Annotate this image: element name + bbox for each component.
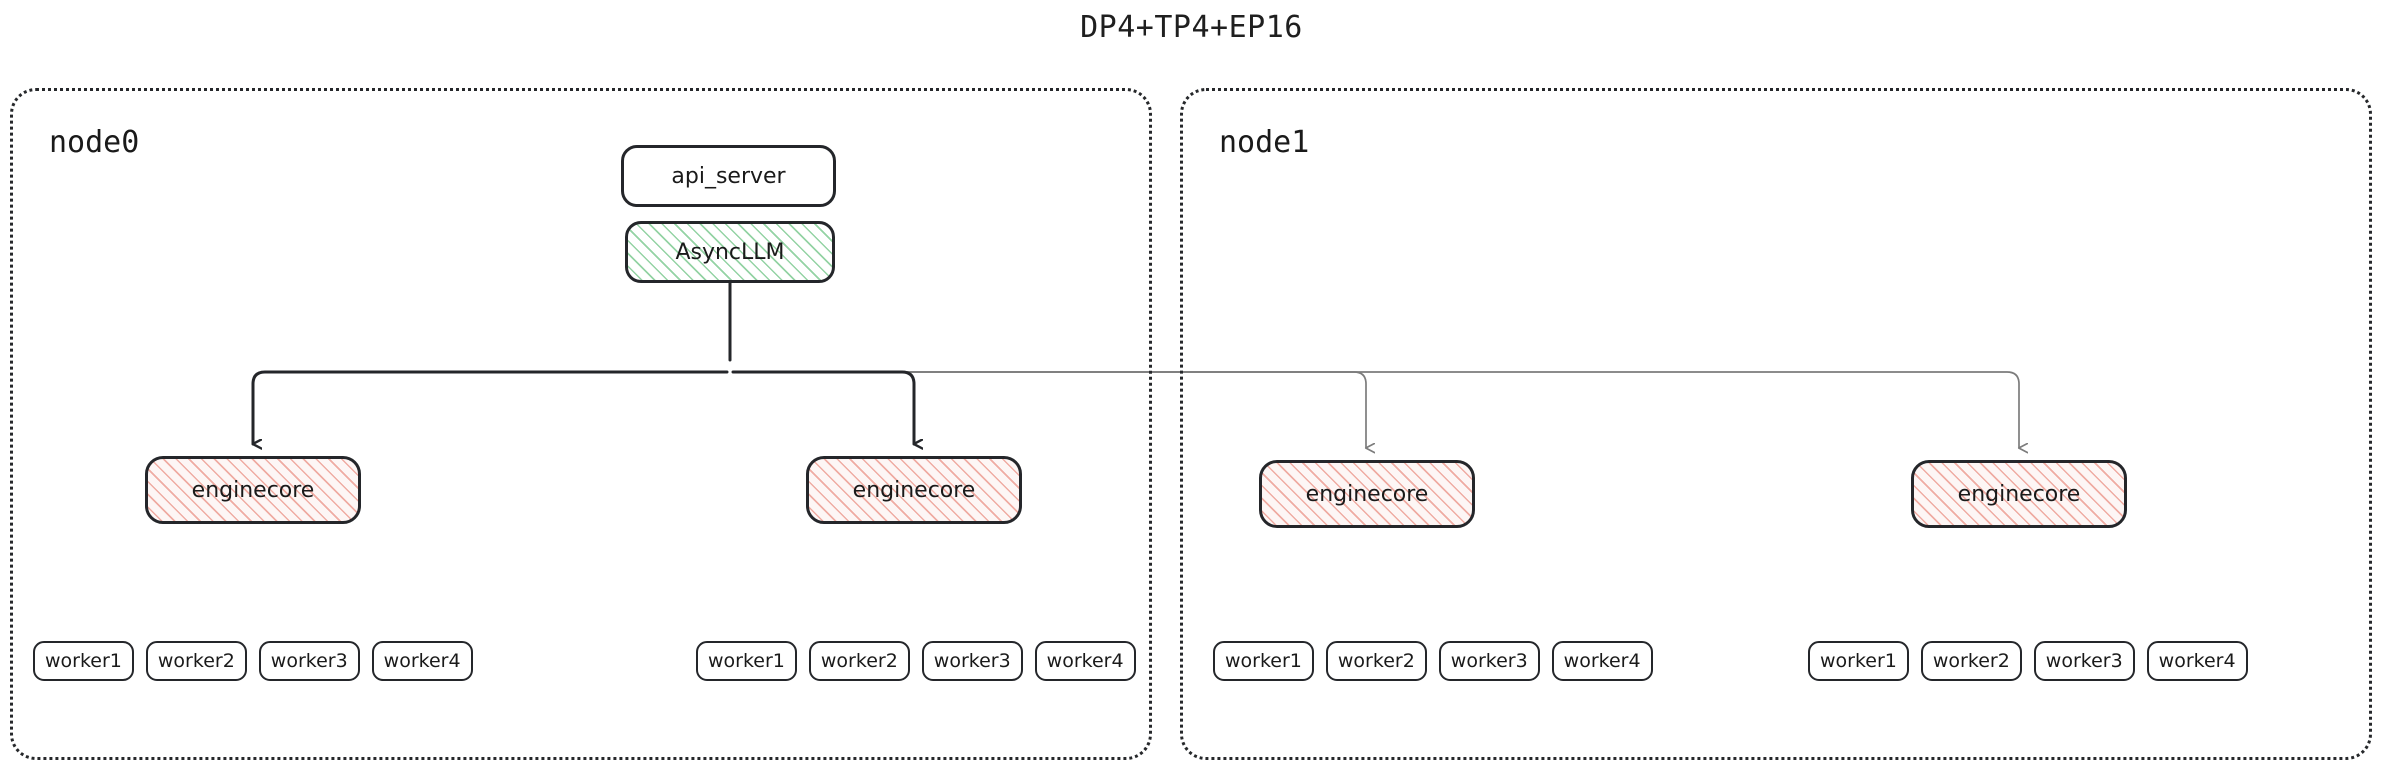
worker-box-worker3[interactable]: worker3 — [2033, 641, 2135, 681]
node-container-node0: node0 — [10, 88, 1152, 760]
worker-group-1: worker1 worker2 worker3 worker4 — [696, 641, 1136, 681]
worker-box-worker3[interactable]: worker3 — [921, 641, 1023, 681]
enginecore-box-3-label: enginecore — [1957, 481, 2081, 507]
worker-box-label: worker2 — [820, 650, 898, 672]
enginecore-box-2-label: enginecore — [1305, 481, 1429, 507]
worker-box-label: worker3 — [933, 650, 1011, 672]
asyncllm-box[interactable]: AsyncLLM — [625, 221, 835, 283]
worker-box-label: worker2 — [1932, 650, 2010, 672]
worker-box-label: worker2 — [1337, 650, 1415, 672]
worker-box-worker4[interactable]: worker4 — [371, 641, 473, 681]
worker-box-worker1[interactable]: worker1 — [33, 641, 134, 681]
worker-box-worker4[interactable]: worker4 — [1034, 641, 1136, 681]
worker-box-label: worker4 — [1563, 650, 1641, 672]
worker-box-worker3[interactable]: worker3 — [1438, 641, 1540, 681]
enginecore-box-0-label: enginecore — [191, 477, 315, 503]
node-label-node1: node1 — [1219, 125, 1310, 160]
enginecore-box-0[interactable]: enginecore — [145, 456, 361, 524]
worker-group-2: worker1 worker2 worker3 worker4 — [1213, 641, 1653, 681]
page-title: DP4+TP4+EP16 — [1080, 10, 1303, 45]
worker-box-label: worker3 — [2045, 650, 2123, 672]
node-container-node1: node1 — [1180, 88, 2372, 760]
api-server-box-label: api_server — [671, 163, 786, 189]
worker-box-worker2[interactable]: worker2 — [1325, 641, 1427, 681]
worker-box-worker2[interactable]: worker2 — [145, 641, 247, 681]
worker-box-worker1[interactable]: worker1 — [1808, 641, 1909, 681]
worker-box-label: worker1 — [1820, 650, 1897, 672]
worker-box-label: worker3 — [270, 650, 348, 672]
enginecore-box-1[interactable]: enginecore — [806, 456, 1022, 524]
worker-box-label: worker2 — [157, 650, 235, 672]
enginecore-box-2[interactable]: enginecore — [1259, 460, 1475, 528]
worker-box-label: worker3 — [1450, 650, 1528, 672]
worker-box-label: worker4 — [2158, 650, 2236, 672]
worker-box-worker1[interactable]: worker1 — [1213, 641, 1314, 681]
enginecore-box-1-label: enginecore — [852, 477, 976, 503]
worker-box-worker4[interactable]: worker4 — [1551, 641, 1653, 681]
worker-box-worker2[interactable]: worker2 — [1920, 641, 2022, 681]
worker-box-worker4[interactable]: worker4 — [2146, 641, 2248, 681]
worker-box-label: worker1 — [45, 650, 122, 672]
api-server-box[interactable]: api_server — [621, 145, 836, 207]
node-label-node0: node0 — [49, 125, 140, 160]
worker-group-0: worker1 worker2 worker3 worker4 — [33, 641, 473, 681]
asyncllm-box-label: AsyncLLM — [675, 239, 785, 265]
worker-box-worker1[interactable]: worker1 — [696, 641, 797, 681]
worker-box-worker3[interactable]: worker3 — [258, 641, 360, 681]
worker-box-label: worker1 — [708, 650, 785, 672]
worker-box-label: worker4 — [1046, 650, 1124, 672]
enginecore-box-3[interactable]: enginecore — [1911, 460, 2127, 528]
worker-group-3: worker1 worker2 worker3 worker4 — [1808, 641, 2248, 681]
worker-box-label: worker4 — [383, 650, 461, 672]
worker-box-label: worker1 — [1225, 650, 1302, 672]
worker-box-worker2[interactable]: worker2 — [808, 641, 910, 681]
